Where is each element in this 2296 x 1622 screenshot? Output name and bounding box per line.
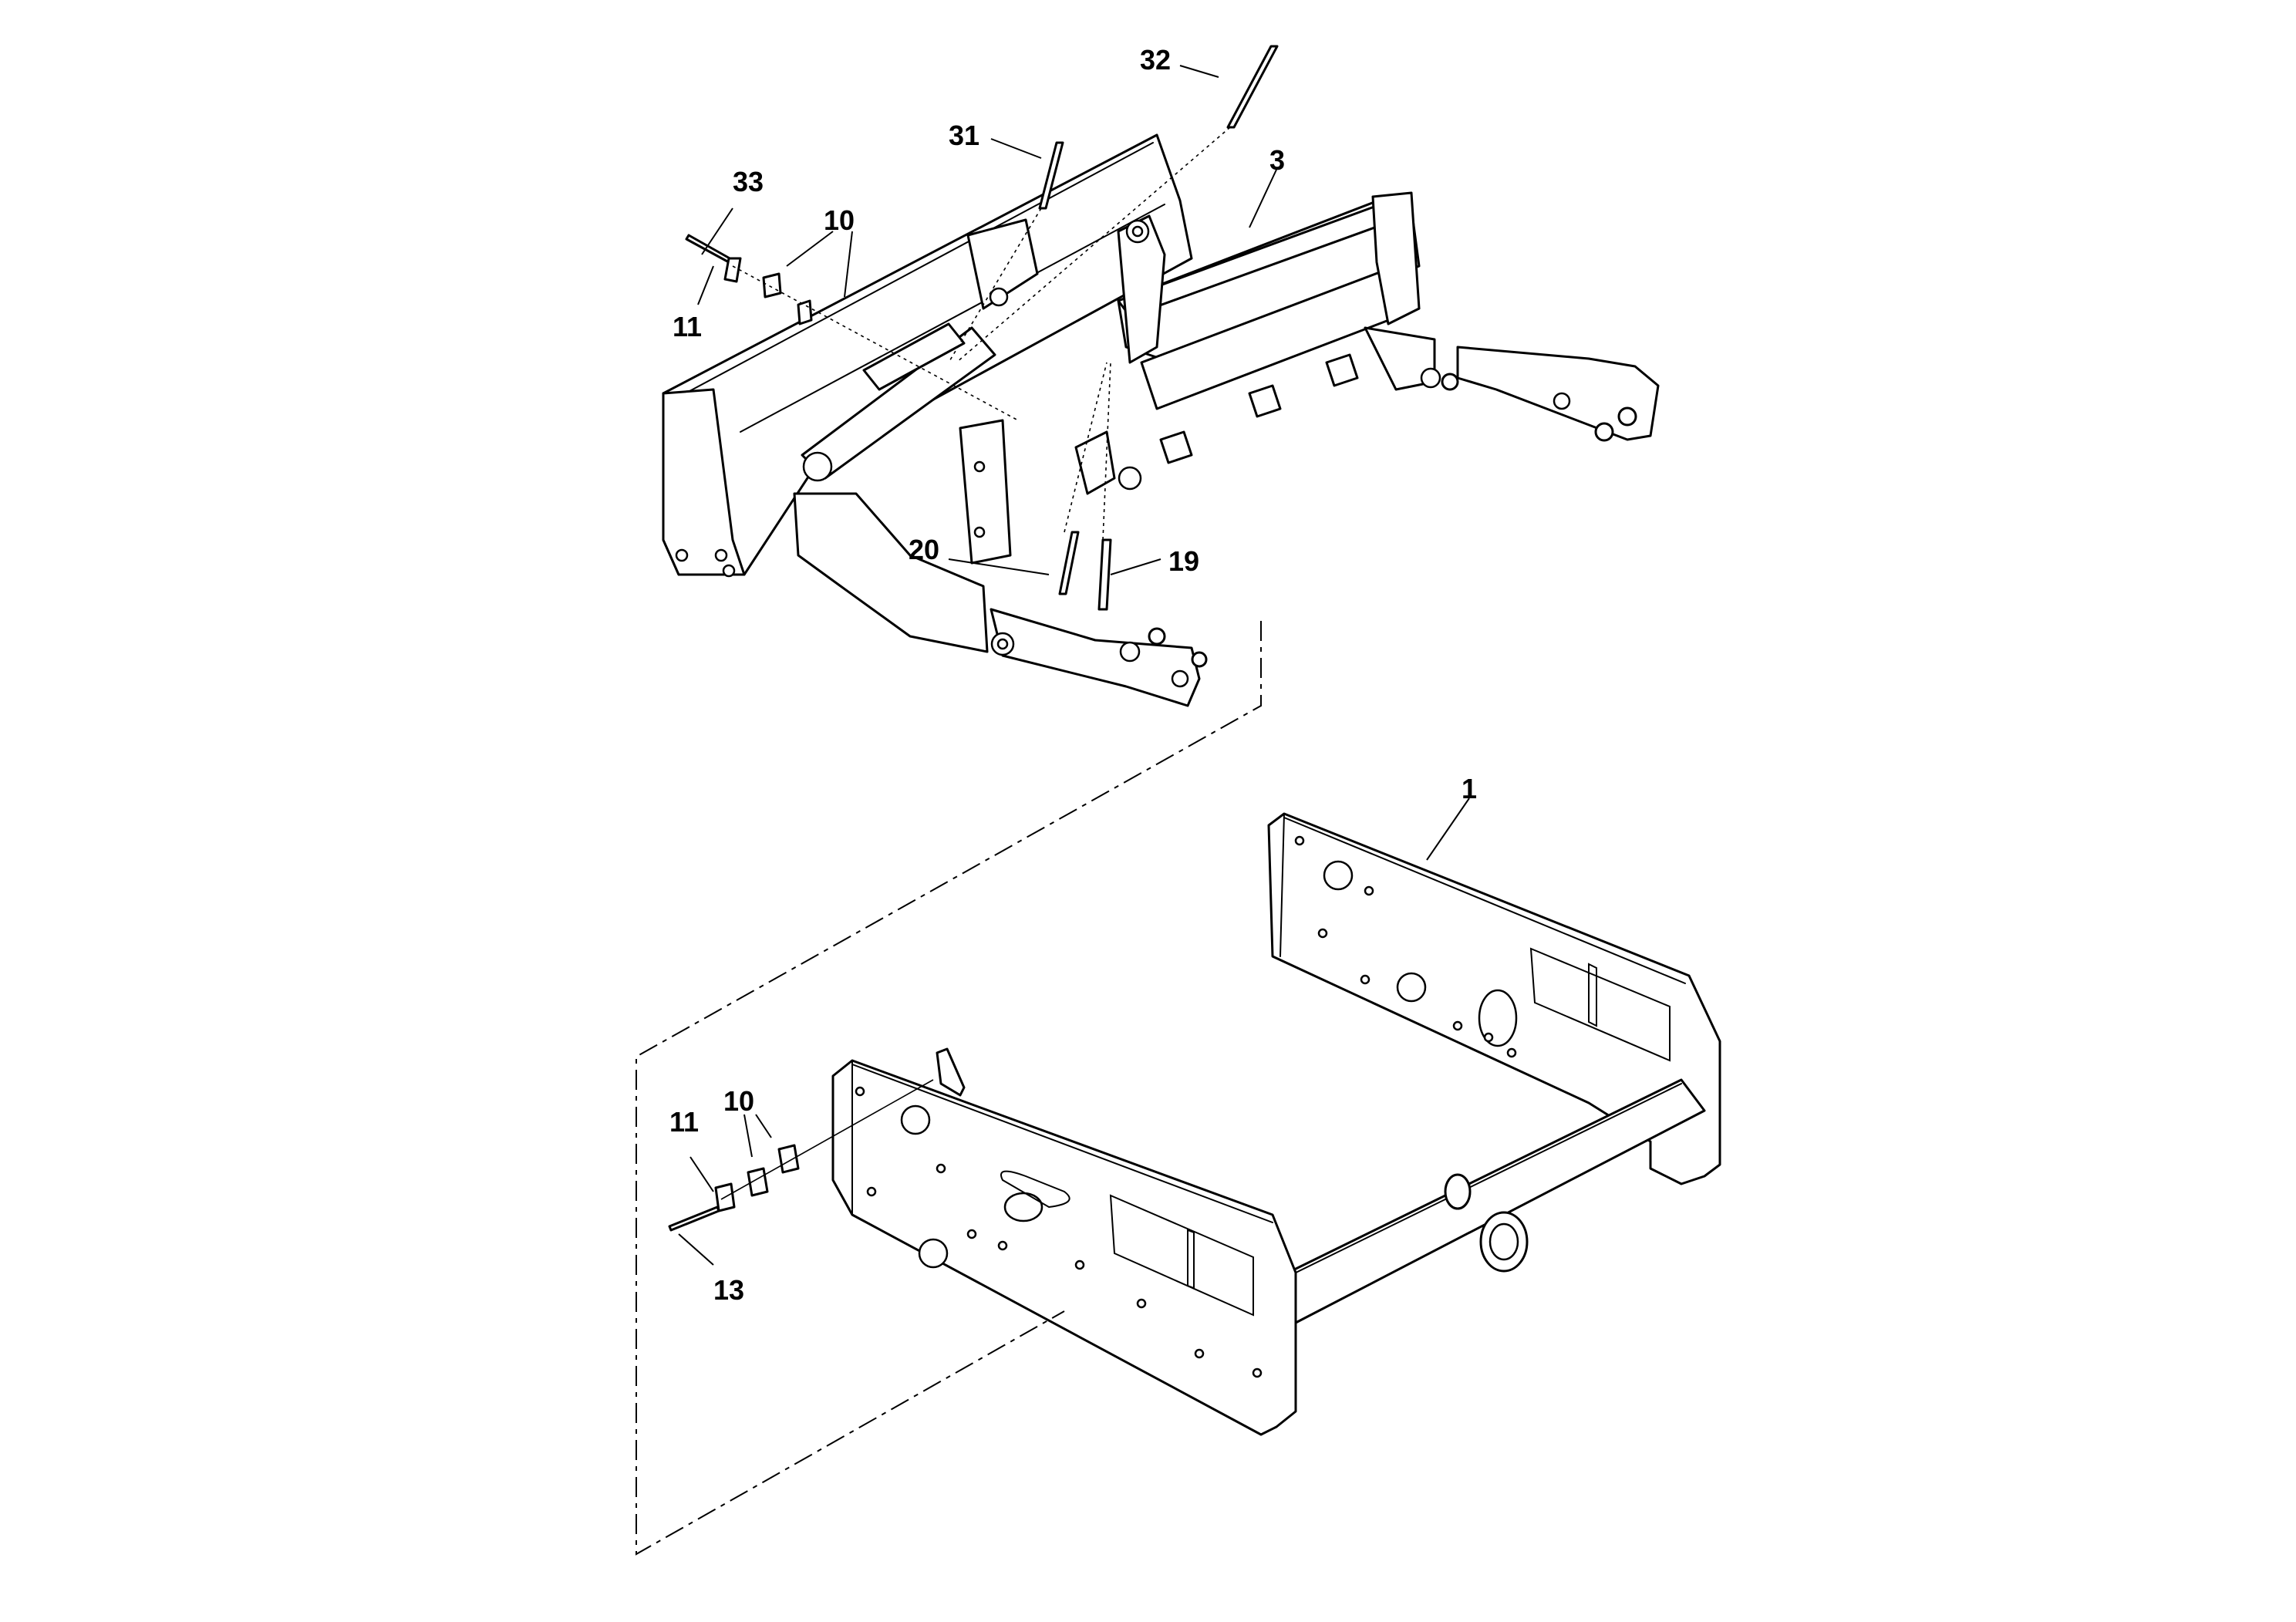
callout-10-lower: 10 [723,1085,754,1117]
callout-19: 19 [1168,545,1199,577]
callout-1: 1 [1462,773,1477,804]
callout-31: 31 [949,120,979,151]
callout-11-lower: 11 [669,1106,699,1138]
callout-33: 33 [733,166,764,197]
callout-10-upper: 10 [824,204,855,236]
blade-assembly [662,45,1660,707]
callout-11-upper: 11 [673,311,702,342]
callout-13: 13 [713,1274,744,1306]
callout-leaders [678,65,1470,1266]
main-frame [668,812,1721,1436]
callout-20: 20 [909,534,939,565]
callout-3: 3 [1269,144,1285,176]
assembly-boundary-line [636,621,1262,1556]
callout-32: 32 [1140,44,1171,76]
